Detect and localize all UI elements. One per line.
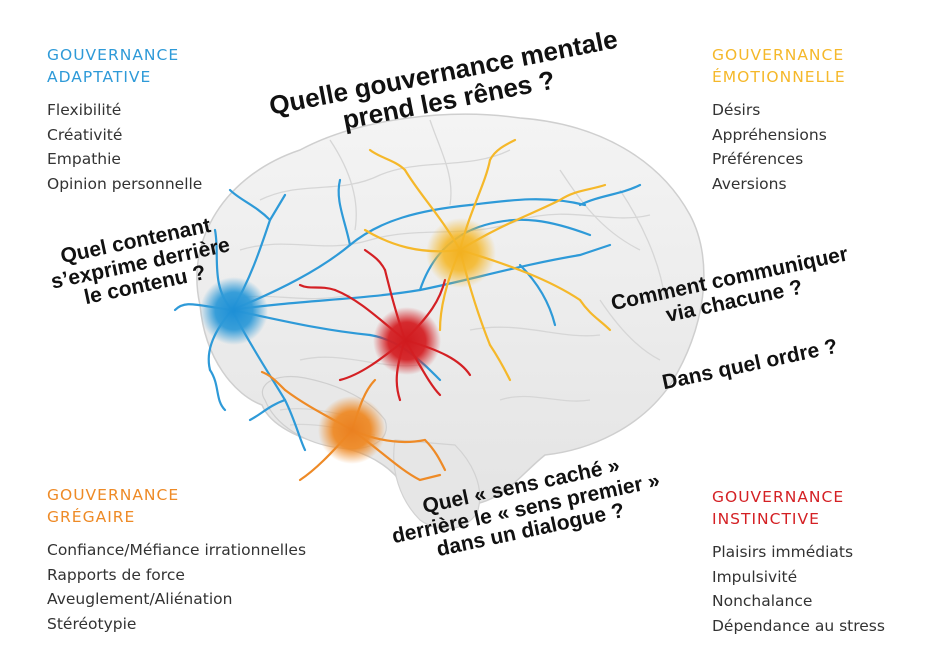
- list-item: Impulsivité: [712, 567, 798, 586]
- list-item: Aveuglement/Aliénation: [47, 590, 233, 608]
- instinctive-node: [373, 307, 441, 375]
- list-item: Flexibilité: [47, 101, 122, 119]
- gregarious-items: Confiance/Méfiance irrationnelles Rappor…: [47, 538, 306, 636]
- emotional-block: GOUVERNANCE ÉMOTIONNELLE Désirs Appréhen…: [712, 44, 846, 196]
- list-item: Appréhensions: [712, 125, 827, 144]
- adaptive-node: [200, 277, 268, 345]
- list-item: Stéréotypie: [47, 614, 137, 633]
- list-item: Rapports de force: [47, 565, 185, 584]
- adaptive-block: GOUVERNANCE ADAPTATIVE Flexibilité Créat…: [47, 44, 202, 196]
- list-item: Créativité: [47, 125, 123, 144]
- emotional-node: [426, 218, 496, 288]
- list-item: Empathie: [47, 150, 121, 168]
- gregarious-title: GOUVERNANCE GRÉGAIRE: [47, 486, 180, 526]
- list-item: Aversions: [712, 174, 787, 193]
- emotional-items: Désirs Appréhensions Préférences Aversio…: [712, 98, 846, 196]
- adaptive-title: GOUVERNANCE ADAPTATIVE: [47, 46, 180, 86]
- list-item: Plaisirs immédiats: [712, 543, 854, 561]
- adaptive-items: Flexibilité Créativité Empathie Opinion …: [47, 98, 202, 196]
- gregarious-node: [318, 396, 386, 464]
- list-item: Nonchalance: [712, 592, 813, 610]
- instinctive-items: Plaisirs immédiats Impulsivité Nonchalan…: [712, 540, 885, 638]
- brain-outline: [196, 113, 705, 530]
- emotional-title: GOUVERNANCE ÉMOTIONNELLE: [712, 46, 846, 86]
- list-item: Confiance/Méfiance irrationnelles: [47, 541, 307, 559]
- gregarious-block: GOUVERNANCE GRÉGAIRE Confiance/Méfiance …: [47, 484, 306, 636]
- instinctive-block: GOUVERNANCE INSTINCTIVE Plaisirs immédia…: [712, 486, 885, 638]
- list-item: Dépendance au stress: [712, 616, 885, 635]
- list-item: Désirs: [712, 101, 761, 119]
- list-item: Préférences: [712, 150, 804, 168]
- list-item: Opinion personnelle: [47, 174, 203, 193]
- instinctive-title: GOUVERNANCE INSTINCTIVE: [712, 488, 845, 528]
